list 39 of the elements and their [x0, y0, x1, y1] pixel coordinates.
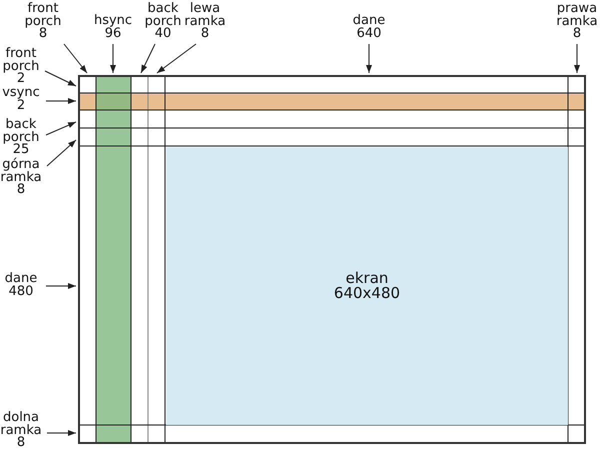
- timing-label: back porch: [2, 119, 40, 144]
- leader-line: [64, 44, 88, 74]
- leader-line: [44, 70, 76, 86]
- leader-line: [110, 44, 116, 74]
- timing-label: górna ramka: [0, 159, 43, 184]
- timing-label: dane: [4, 273, 38, 286]
- pixel-count: 2: [16, 100, 26, 112]
- timing-label: ekran: [346, 271, 388, 286]
- timing-label: lewa ramka: [183, 3, 227, 28]
- timing-label: hsync: [92, 15, 134, 28]
- pixel-count: 8: [16, 184, 26, 196]
- timing-label: prawa ramka: [555, 3, 599, 28]
- leader-line: [156, 44, 196, 74]
- timing-label: dolna ramka: [0, 412, 43, 437]
- pixel-count: 8: [572, 28, 582, 40]
- leader-line: [46, 430, 76, 436]
- leader-line: [46, 122, 76, 136]
- pixel-count: 480: [8, 286, 34, 298]
- pixel-count: 640: [356, 28, 382, 40]
- timing-label: dane: [352, 15, 386, 28]
- pixel-count: 640x480: [334, 286, 400, 301]
- pixel-count: 96: [104, 28, 122, 40]
- timing-label: front porch: [24, 3, 62, 28]
- screen-area: [166, 147, 568, 425]
- timing-label: vsync: [1, 87, 41, 100]
- pixel-count: 8: [200, 28, 210, 40]
- leader-line: [366, 44, 372, 74]
- leader-line: [140, 44, 156, 74]
- pixel-count: 8: [38, 28, 48, 40]
- timing-label: back porch: [144, 3, 182, 28]
- pixel-count: 25: [12, 144, 30, 156]
- leader-line: [574, 44, 580, 74]
- leader-line: [46, 98, 76, 104]
- leader-line: [46, 140, 76, 166]
- leader-line: [46, 283, 76, 289]
- timing-label: front porch: [2, 48, 40, 73]
- pixel-count: 8: [16, 437, 26, 450]
- pixel-count: 40: [154, 28, 172, 40]
- pixel-count: 2: [16, 73, 26, 86]
